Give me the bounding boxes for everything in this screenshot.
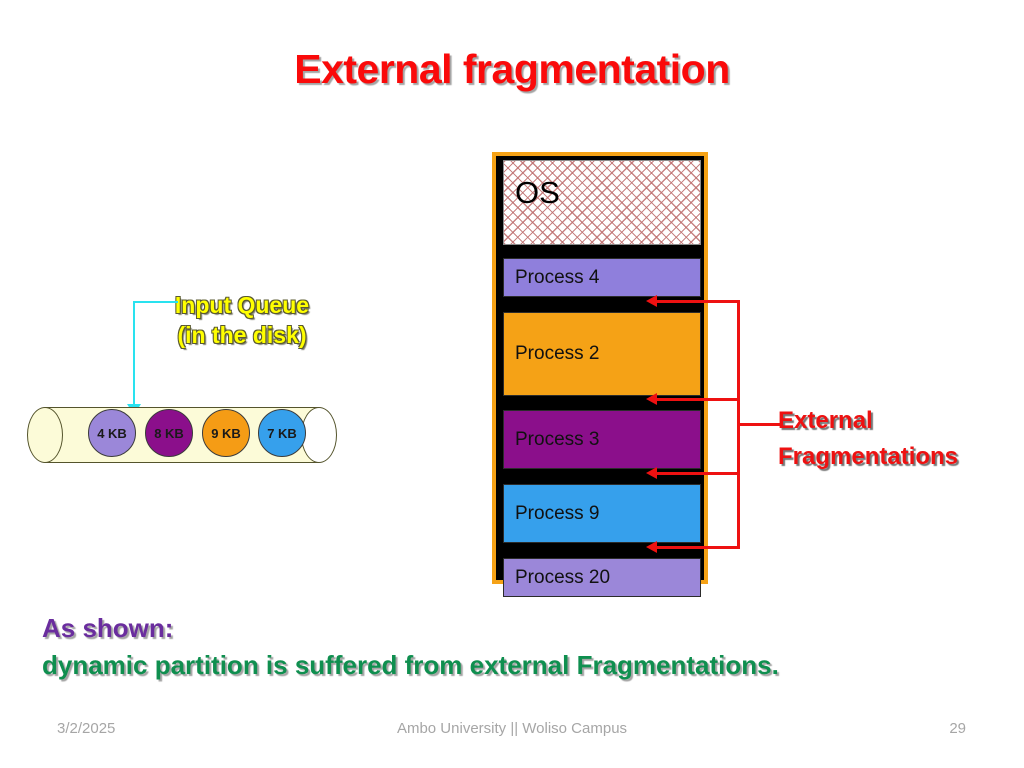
memory-block-label: Process 20 <box>515 566 611 588</box>
slide-footer: 3/2/2025 Ambo University || Woliso Campu… <box>0 720 1024 746</box>
fragmentation-arrow-line-4 <box>655 545 740 549</box>
memory-blocks: OS Process 4 Process 2 Process 3 Process 9 Pr… <box>500 160 704 597</box>
arrow-left-icon <box>646 393 657 405</box>
cylinder-cap-right <box>301 407 337 463</box>
memory-layout: OS Process 4 Process 2 Process 3 Process 9 Pr… <box>492 152 708 597</box>
page-title: External fragmentation <box>294 46 730 92</box>
memory-block-process-3: Process 3 <box>503 410 701 469</box>
input-queue-label: Input Queue (in the disk) <box>122 290 362 351</box>
memory-block-os: OS <box>503 160 701 245</box>
fragmentation-arrow-line-1 <box>655 299 740 303</box>
arrow-left-icon <box>646 540 657 553</box>
fragmentation-arrow-line-3 <box>655 471 740 475</box>
caption-line2: dynamic partition is suffered from exter… <box>42 649 779 680</box>
arrow-left-icon <box>646 294 657 307</box>
footer-page-number: 29 <box>949 720 966 737</box>
memory-block-label: Process 4 <box>515 266 600 288</box>
input-queue-label-line2: (in the disk) <box>177 322 307 349</box>
caption-line1: As shown: <box>42 613 174 643</box>
input-queue-label-line1: Input Queue <box>174 292 310 318</box>
footer-institution: Ambo University || Woliso Campus <box>396 720 628 737</box>
queue-job-4: 7 KB <box>258 409 306 457</box>
queue-connector-horizontal <box>133 301 178 303</box>
cylinder-cap-left <box>27 407 63 463</box>
memory-block-label: Process 9 <box>515 502 600 524</box>
fragmentation-callout-line1: External <box>778 407 873 434</box>
footer-date: 3/2/2025 <box>57 720 116 737</box>
memory-block-process-20: Process 20 <box>503 558 701 597</box>
memory-block-process-2: Process 2 <box>503 312 701 396</box>
queue-connector-vertical <box>133 301 135 407</box>
memory-block-process-9: Process 9 <box>503 484 701 543</box>
fragmentation-callout-leader <box>737 422 782 426</box>
fragmentation-arrow-line-2 <box>655 398 740 401</box>
fragmentation-callout-label: External Fragmentations <box>778 403 1008 474</box>
memory-block-process-4: Process 4 <box>503 258 701 297</box>
fragmentation-callout-line2: Fragmentations <box>778 442 959 470</box>
queue-job-1: 4 KB <box>88 409 136 457</box>
queue-job-2: 8 KB <box>145 409 193 457</box>
arrow-left-icon <box>646 466 657 479</box>
memory-block-label: Process 3 <box>515 428 600 450</box>
memory-block-label: Process 2 <box>515 343 600 364</box>
queue-job-3: 9 KB <box>202 409 250 457</box>
summary-caption: As shown: dynamic partition is suffered … <box>42 610 982 684</box>
memory-block-label: OS <box>515 175 560 210</box>
